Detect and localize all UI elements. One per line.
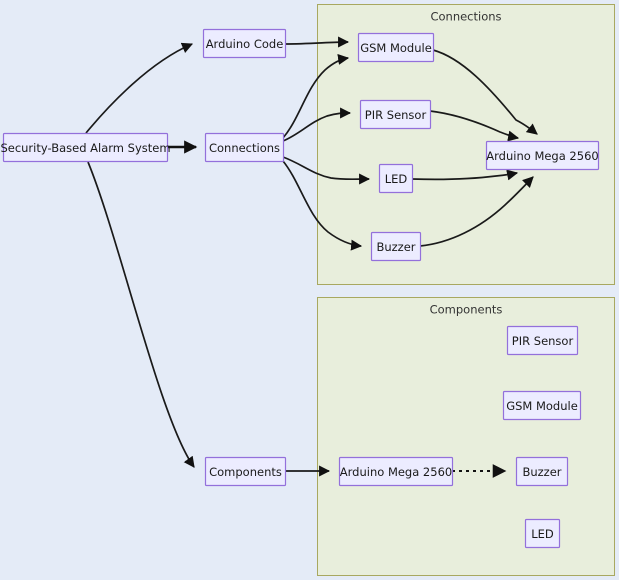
node-connections-pir-sensor-label: PIR Sensor (365, 108, 427, 122)
node-connections-pir-sensor[interactable]: PIR Sensor (359, 99, 432, 130)
edge-root-components (87, 161, 195, 468)
node-connections-led[interactable]: LED (378, 163, 414, 194)
node-components-led[interactable]: LED (524, 518, 561, 549)
edge-arduino-code-gsm (284, 36, 350, 48)
edge-layer (85, 36, 538, 478)
node-connections-label: Connections (209, 141, 280, 155)
node-connections-gsm-module-rect[interactable] (357, 32, 435, 63)
node-connections-led-label: LED (385, 172, 408, 186)
node-components-label: Components (209, 465, 282, 479)
node-connections-led-rect[interactable] (378, 163, 414, 194)
node-connections-gsm-module[interactable]: GSM Module (357, 32, 435, 63)
node-security-based-alarm-system-rect[interactable] (2, 132, 169, 163)
node-components-pir-sensor[interactable]: PIR Sensor (506, 325, 579, 356)
node-arduino-code[interactable]: Arduino Code (202, 28, 287, 59)
edge-connections-gsm (282, 53, 350, 139)
node-components-gsm-module-rect[interactable] (502, 390, 582, 421)
node-components-arduino-mega-2560[interactable]: Arduino Mega 2560 (338, 456, 454, 487)
node-security-based-alarm-system-label: Security-Based Alarm System (0, 141, 170, 155)
node-connections-pir-sensor-rect[interactable] (359, 99, 432, 130)
node-connections-buzzer-label: Buzzer (376, 240, 415, 254)
node-components-pir-sensor-label: PIR Sensor (512, 334, 574, 348)
node-connections-arduino-mega-2560-rect[interactable] (485, 140, 600, 171)
node-components-pir-sensor-rect[interactable] (506, 325, 579, 356)
node-connections[interactable]: Connections (204, 132, 285, 163)
node-components-rect[interactable] (204, 456, 287, 487)
node-security-based-alarm-system[interactable]: Security-Based Alarm System (0, 132, 171, 163)
edge-led-mega (411, 169, 519, 181)
node-components-arduino-mega-2560-rect[interactable] (338, 456, 454, 487)
node-connections-gsm-module-label: GSM Module (360, 41, 432, 55)
node-components-gsm-module[interactable]: GSM Module (502, 390, 582, 421)
edge-connections-led (282, 156, 371, 185)
node-connections-arduino-mega-2560-label: Arduino Mega 2560 (486, 149, 598, 163)
node-connections-buzzer[interactable]: Buzzer (370, 231, 422, 262)
node-arduino-code-label: Arduino Code (206, 37, 284, 51)
node-connections-rect[interactable] (204, 132, 285, 163)
node-components-led-label: LED (531, 527, 554, 541)
edge-root-arduino-code (85, 42, 194, 134)
node-components-buzzer-label: Buzzer (522, 465, 561, 479)
edge-connections-pir (282, 107, 352, 142)
edge-buzzer-mega (419, 176, 534, 247)
node-connections-buzzer-rect[interactable] (370, 231, 422, 262)
node-layer: Security-Based Alarm System Arduino Code… (0, 28, 600, 549)
node-arduino-code-rect[interactable] (202, 28, 287, 59)
node-components-led-rect[interactable] (524, 518, 561, 549)
cluster-connections-label: Connections (430, 10, 501, 24)
cluster-components-label: Components (430, 303, 503, 317)
node-components-arduino-mega-2560-label: Arduino Mega 2560 (340, 465, 452, 479)
node-components-gsm-module-label: GSM Module (506, 399, 578, 413)
node-components-buzzer-rect[interactable] (515, 456, 569, 487)
node-components[interactable]: Components (204, 456, 287, 487)
node-connections-arduino-mega-2560[interactable]: Arduino Mega 2560 (485, 140, 600, 171)
node-components-buzzer[interactable]: Buzzer (515, 456, 569, 487)
edge-connections-buzzer (282, 160, 363, 251)
edge-gsm-mega (432, 49, 538, 135)
edge-pir-mega (429, 110, 520, 142)
